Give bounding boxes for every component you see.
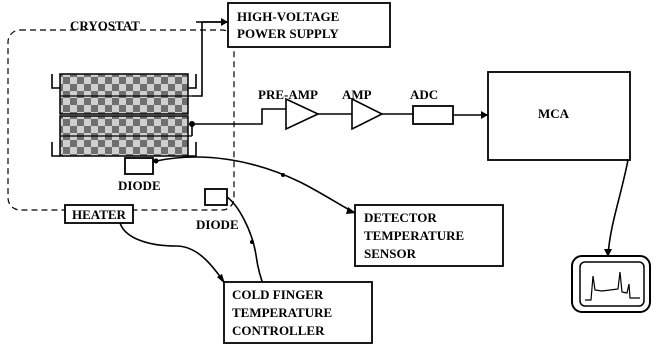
- detector-crystal: [51, 73, 197, 157]
- adc-label: ADC: [410, 87, 438, 102]
- detector-sensor-line1: DETECTOR: [364, 210, 437, 225]
- detector-sensor-line3: SENSOR: [364, 246, 417, 261]
- cryostat-enclosure: [7, 29, 235, 211]
- hv-power-supply-box: [227, 2, 391, 48]
- detector-temperature-sensor-box: [354, 204, 504, 267]
- mca-label: MCA: [538, 106, 570, 121]
- cold-finger-controller-box: [223, 281, 373, 344]
- adc-box: [412, 105, 454, 125]
- cold-finger-diode-box: [204, 188, 228, 206]
- detector-sensor-wire: [155, 156, 356, 214]
- hv-supply-line2: POWER SUPPLY: [237, 26, 339, 41]
- preamp-triangle: [285, 97, 320, 131]
- amp-label: AMP: [342, 87, 372, 102]
- hv-supply-line1: HIGH-VOLTAGE: [237, 9, 339, 24]
- cold-finger-diode-wire: [226, 196, 266, 290]
- spectrum-trace: [585, 271, 640, 301]
- preamp-label: PRE-AMP: [258, 87, 318, 102]
- mca-box: [487, 71, 631, 161]
- monitor-display: [571, 255, 651, 313]
- diode-right-label: DIODE: [196, 217, 239, 232]
- amp-triangle: [351, 97, 384, 131]
- heater-box: [64, 204, 134, 224]
- hv-wire: [192, 21, 228, 97]
- cold-finger-line1: COLD FINGER: [232, 287, 324, 302]
- cold-finger-line3: CONTROLLER: [232, 323, 325, 338]
- detector-diode-box: [124, 157, 154, 175]
- detector-sensor-line2: TEMPERATURE: [364, 228, 464, 243]
- heater-label: HEATER: [72, 207, 127, 222]
- heater-wire: [119, 222, 225, 283]
- cold-finger-line2: TEMPERATURE: [232, 305, 332, 320]
- signal-wire: [191, 108, 286, 136]
- cryostat-label: CRYOSTAT: [70, 18, 140, 33]
- diode-left-label: DIODE: [118, 178, 161, 193]
- mca-monitor-wire: [607, 159, 629, 257]
